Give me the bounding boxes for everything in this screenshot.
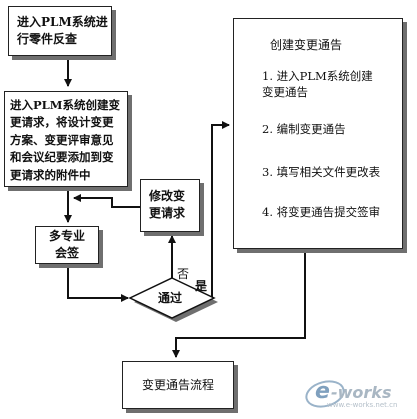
change-notice-flow-box <box>122 361 234 409</box>
arrow-panel-to-final <box>172 250 306 358</box>
arrow-modify-to-sign <box>73 194 140 208</box>
change-notice-panel <box>233 18 403 249</box>
logo-domain-text: www.e-works.net.cn <box>327 401 398 409</box>
logo-swoosh-icon <box>305 380 345 408</box>
panel-item-2: 2. 编制变更通告 <box>262 122 346 136</box>
panel-item-1: 1. 进入PLM系统创建 变更通告 <box>262 69 373 99</box>
e-works-logo: e -works www.e-works.net.cn <box>305 368 415 414</box>
logo-brand-text: -works <box>331 383 392 402</box>
panel-item-3: 3. 填写相关文件更改表 <box>262 165 381 179</box>
countersign-text: 多专业 会签 <box>48 229 85 260</box>
decision-diamond <box>128 277 216 319</box>
step2-box <box>4 91 128 187</box>
step1-text: 进入PLM系统进 行零件反查 <box>17 15 108 46</box>
arrow-decision-yes-to-panel <box>211 121 230 298</box>
step2-text: 进入PLM系统创建变 更请求，将设计变更 方案、变更评审意见 和会议纪要添加到变… <box>10 98 120 182</box>
arrow-sign-to-decision <box>67 265 129 302</box>
branch-yes-label: 是 <box>195 279 208 293</box>
decision-text: 通过 <box>158 291 183 305</box>
logo-e-letter: e <box>315 379 330 404</box>
panel-item-4: 4. 将变更通告提交签审 <box>262 205 381 219</box>
branch-no-label: 否 <box>177 267 190 281</box>
change-notice-flow-text: 变更通告流程 <box>142 378 215 392</box>
modify-request-box <box>140 179 200 232</box>
panel-title: 创建变更通告 <box>270 38 343 52</box>
countersign-box <box>35 226 99 264</box>
modify-request-text: 修改变 更请求 <box>149 189 186 220</box>
step1-box <box>8 6 112 56</box>
